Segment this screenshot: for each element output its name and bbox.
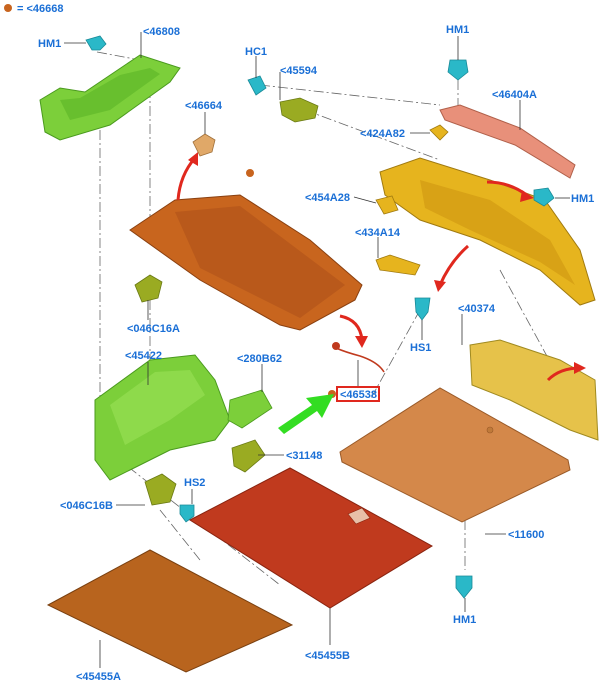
sill-40374-part [469, 339, 599, 441]
label-434a14: <434A14 [355, 227, 401, 239]
clip-424a82-part [429, 124, 449, 141]
label-45594: <45594 [280, 65, 318, 77]
label-11600: <11600 [508, 529, 544, 541]
clip-hm1-bottom-part [455, 575, 473, 599]
label-45455a: <45455A [76, 671, 121, 682]
mat-45455a-part [46, 549, 294, 673]
label-40374: <40374 [458, 303, 496, 315]
label-hm1-bottom: HM1 [453, 614, 476, 626]
mat-11600-part [339, 387, 571, 523]
clip-hm1-top-part [447, 59, 469, 81]
clip-hc1-part [247, 75, 267, 96]
highlight-box [336, 386, 380, 402]
label-046c16a: <046C16A [127, 323, 180, 335]
label-454a28: <454A28 [305, 192, 350, 204]
panel-280b62-part [227, 389, 273, 429]
label-31148: <31148 [286, 450, 322, 462]
label-424a82: <424A82 [360, 128, 405, 140]
cable-46538-part [335, 347, 385, 373]
piece-454a28-part [375, 195, 399, 215]
label-hs1: HS1 [410, 342, 431, 354]
label-45422: <45422 [125, 350, 162, 362]
label-45455b: <45455B [305, 650, 350, 662]
clip-hm1-right-part [533, 187, 555, 207]
piece-31148-part [231, 439, 266, 473]
label-46404a: <46404A [492, 89, 537, 101]
bracket-46664-part [192, 133, 216, 157]
marker-46668-icon [246, 169, 254, 177]
label-hm1-right: HM1 [571, 193, 594, 205]
bar-434a14-part [375, 254, 421, 276]
clip-hs1-part [414, 297, 431, 321]
label-046c16b: <046C16B [60, 500, 113, 512]
bracket-046c16a-part [134, 274, 163, 303]
mat-45455b-part [188, 467, 433, 609]
bracket-046c16b-part [144, 473, 177, 506]
legend: = <46668 [4, 3, 64, 15]
strip-46404a-part [439, 104, 576, 179]
label-hm1-top-left: HM1 [38, 38, 61, 50]
label-hs2: HS2 [184, 477, 205, 489]
label-hm1-top: HM1 [446, 24, 469, 36]
label-hc1: HC1 [245, 46, 267, 58]
highlight-arrow-icon [278, 394, 334, 434]
highlighted-part-label[interactable]: <46538 [336, 386, 380, 402]
label-280b62: <280B62 [237, 353, 282, 365]
label-46538[interactable]: <46538 [340, 389, 377, 401]
clip-hs2-part [179, 504, 195, 523]
label-leaders [64, 32, 570, 668]
label-46808: <46808 [143, 26, 180, 38]
legend-marker-icon [4, 4, 12, 12]
block-45594-part [279, 97, 319, 123]
part-labels: HM1 <46808 <46664 HC1 <45594 HM1 <46404A… [38, 24, 594, 682]
legend-text: = <46668 [17, 3, 64, 15]
clip-hm1-top-left-part [85, 35, 107, 51]
label-46664: <46664 [185, 100, 223, 112]
